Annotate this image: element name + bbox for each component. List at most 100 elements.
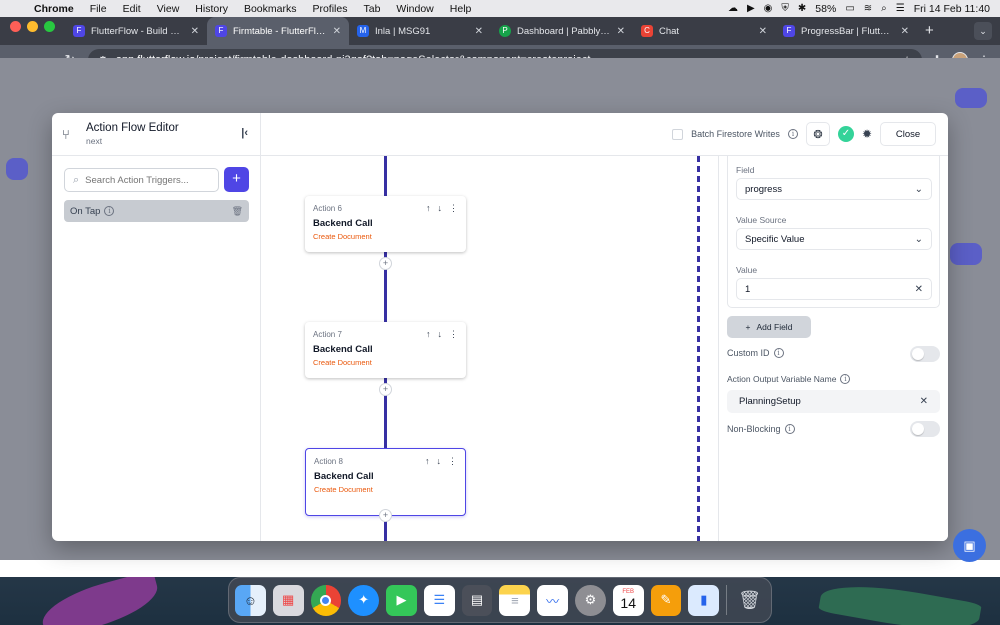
calendar-icon[interactable]: FEB 14 [612,584,644,616]
browser-tab[interactable]: P Dashboard | Pabbly Co ✕ [491,17,633,45]
add-field-button[interactable]: + Add Field [727,316,811,338]
action-card[interactable]: Action 7 Backend Call Create Document ↑ … [305,322,466,378]
close-tab-icon[interactable]: ✕ [474,25,483,37]
bluetooth-icon[interactable]: ✱ [797,3,807,14]
shield-icon[interactable]: ⛨ [781,3,789,14]
ai-assist-button[interactable]: ❂ [805,122,830,146]
custom-id-toggle[interactable] [910,346,940,362]
zoom-window-button[interactable] [44,20,55,32]
browser-tab[interactable]: F ProgressBar | FlutterFlo ✕ [775,17,917,45]
non-blocking-row: Non-Blocking i [727,424,795,434]
move-up-icon[interactable]: ↑ [426,329,431,339]
menu-file[interactable]: File [89,2,107,15]
menu-tab[interactable]: Tab [363,2,381,15]
move-down-icon[interactable]: ↓ [437,329,443,339]
close-window-button[interactable] [10,20,21,32]
freeform-icon[interactable]: 〰 [537,584,569,616]
output-variable-input[interactable]: PlanningSetup ✕ [727,390,940,413]
action-card[interactable]: Action 6 Backend Call Create Document ↑ … [305,196,466,252]
menu-view[interactable]: View [156,2,180,15]
info-icon[interactable]: i [104,206,115,216]
chat-support-icon[interactable]: ▣ [953,529,986,562]
info-icon[interactable]: i [840,374,851,384]
move-up-icon[interactable]: ↑ [425,456,430,466]
more-vert-icon[interactable]: ⋮ [449,329,458,339]
batch-writes-checkbox[interactable] [672,128,684,140]
action-flow-canvas[interactable]: Action 6 Backend Call Create Document ↑ … [261,156,718,541]
reminders-icon[interactable]: ☰ [423,584,455,616]
clear-icon[interactable]: ✕ [914,283,923,295]
action-title: Backend Call [313,218,373,229]
close-tab-icon[interactable]: ✕ [616,25,625,37]
info-icon[interactable]: i [787,129,798,139]
collapse-panel-icon[interactable]: |‹ [241,126,248,139]
close-tab-icon[interactable]: ✕ [758,25,767,37]
battery-icon[interactable]: ▭ [845,3,855,14]
more-vert-icon[interactable]: ⋮ [449,203,458,213]
trash-icon[interactable]: 🗑 [231,205,243,216]
user-switch-icon[interactable]: ◉ [763,3,773,14]
browser-tab-active[interactable]: F Firmtable - FlutterFlow ✕ [207,17,349,45]
browser-tab[interactable]: F FlutterFlow - Build high ✕ [65,17,207,45]
field-select[interactable]: progress ⌄ [736,178,932,200]
cloud-icon[interactable]: ☁ [727,3,738,14]
close-button[interactable]: Close [880,122,936,146]
trigger-item-on-tap[interactable]: On Tap i 🗑 [64,200,249,222]
trash-icon[interactable]: 🗑 [738,589,761,610]
spotlight-icon[interactable]: ⌕ [881,3,887,14]
menu-app-name[interactable]: Chrome [34,2,74,15]
finder-icon[interactable]: ☺ [235,584,266,616]
action-card-selected[interactable]: Action 8 Backend Call Create Document ↑ … [305,448,466,516]
clear-icon[interactable]: ✕ [919,396,928,407]
close-tab-icon[interactable]: ✕ [332,25,341,37]
add-action-node[interactable]: + [379,509,392,522]
new-tab-button[interactable]: + [925,22,934,39]
play-icon[interactable]: ▶ [746,3,755,14]
notes-icon[interactable]: ≡ [499,584,531,616]
calculator-icon[interactable]: ▤ [461,584,493,616]
info-icon[interactable]: i [784,424,795,434]
browser-tab[interactable]: M Inla | MSG91 ✕ [349,17,491,45]
wifi-icon[interactable]: ≋ [863,3,873,14]
settings-icon[interactable]: ⚙ [575,584,606,616]
non-blocking-toggle[interactable] [910,421,940,437]
menu-bookmarks[interactable]: Bookmarks [243,2,297,15]
search-triggers-input[interactable] [85,174,206,186]
move-down-icon[interactable]: ↓ [436,456,442,466]
move-up-icon[interactable]: ↑ [426,203,431,213]
action-title: Backend Call [314,471,374,482]
close-tab-icon[interactable]: ✕ [190,25,199,37]
action-card-controls: ↑ ↓ ⋮ [425,456,457,467]
search-triggers-box[interactable]: ⌕ [64,168,219,192]
add-action-node[interactable]: + [379,257,392,270]
add-trigger-button[interactable]: + [224,167,249,192]
tab-search-icon[interactable]: ⌄ [974,22,992,40]
value-input[interactable]: 1 ✕ [736,278,932,300]
check-circle-icon[interactable]: ✓ [837,126,854,142]
menu-profiles[interactable]: Profiles [312,2,348,15]
more-vert-icon[interactable]: ⋮ [448,456,457,466]
flutterflow-icon: F [73,25,85,37]
value-source-select[interactable]: Specific Value ⌄ [736,228,932,250]
control-center-icon[interactable]: ☰ [895,3,905,14]
facetime-icon[interactable]: ▶ [386,584,417,616]
close-tab-icon[interactable]: ✕ [900,25,909,37]
menu-edit[interactable]: Edit [122,2,141,15]
browser-tab[interactable]: C Chat ✕ [633,17,775,45]
chrome-icon[interactable] [310,584,342,616]
safari-icon[interactable]: ✦ [348,584,380,616]
menu-window[interactable]: Window [396,2,434,15]
bug-icon[interactable]: ✹ [861,127,872,141]
menubar-datetime[interactable]: Fri 14 Feb 11:40 [913,2,990,15]
pages-icon[interactable]: ✎ [650,584,682,616]
move-down-icon[interactable]: ↓ [437,203,443,213]
menu-history[interactable]: History [195,2,228,15]
preview-icon[interactable]: ▮ [688,584,720,616]
info-icon[interactable]: i [773,348,784,358]
tab-title: Firmtable - FlutterFlow [233,25,327,37]
launchpad-icon[interactable]: ▦ [272,584,304,616]
dimmed-top-button [955,88,987,108]
menu-help[interactable]: Help [449,2,472,15]
add-action-node[interactable]: + [379,383,392,396]
minimize-window-button[interactable] [27,20,38,32]
